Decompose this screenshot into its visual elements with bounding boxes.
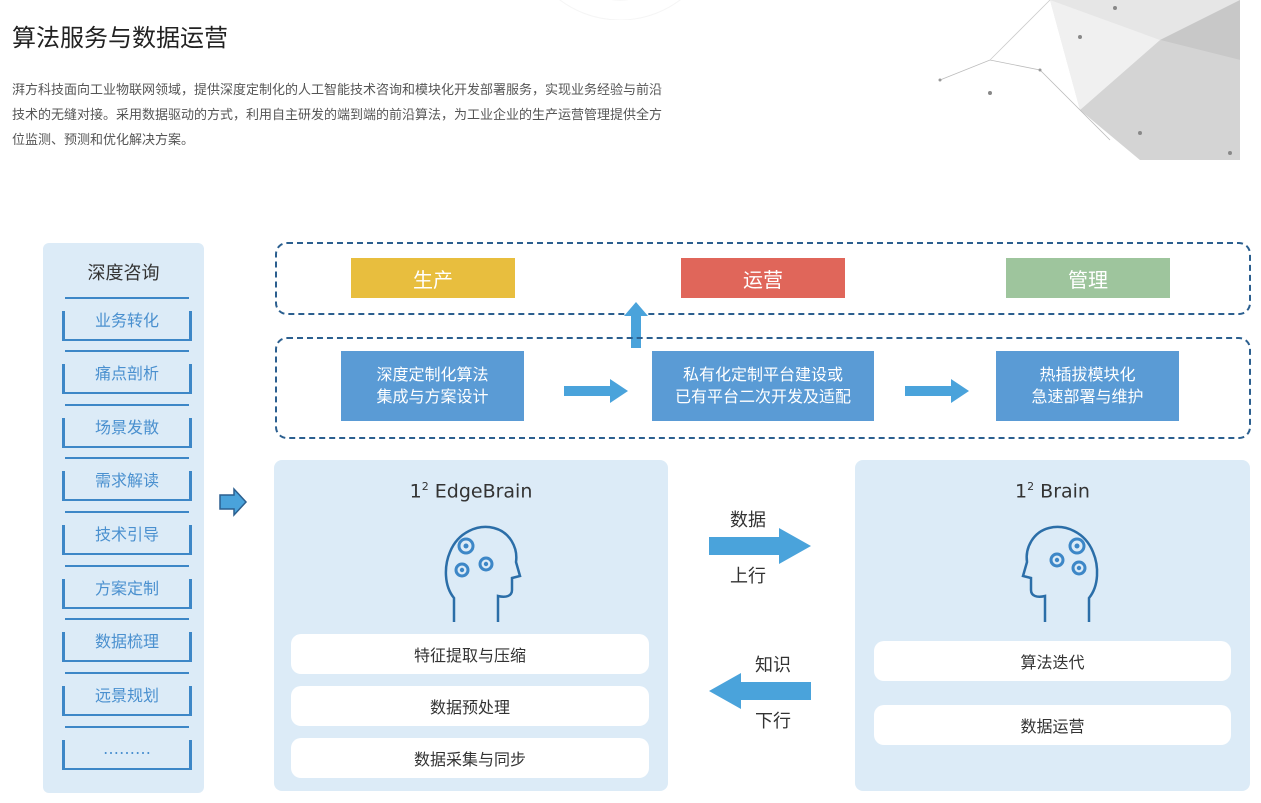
- edgebrain-item: 数据预处理: [291, 686, 649, 726]
- intro-line: 湃方科技面向工业物联网领域，提供深度定制化的人工智能技术咨询和模块化开发部署服务…: [12, 83, 663, 98]
- service-box: 热插拔模块化急速部署与维护: [996, 351, 1179, 421]
- goals-frame: [275, 242, 1251, 315]
- brain-panel: 12 Brain 算法迭代 数据运营: [855, 460, 1250, 791]
- right-arrow-icon: [219, 487, 248, 517]
- consult-column: 深度咨询 业务转化 痛点剖析 场景发散 需求解读 技术引导 方案定制 数据梳理 …: [43, 243, 204, 793]
- brain-item: 算法迭代: [874, 641, 1231, 681]
- service-box: 深度定制化算法集成与方案设计: [341, 351, 524, 421]
- intro-line: 技术的无缝对接。采用数据驱动的方式，利用自主研发的端到端的前沿算法，为工业企业的…: [12, 108, 663, 123]
- goal-production: 生产: [351, 258, 515, 298]
- goal-operation: 运营: [681, 258, 845, 298]
- brain-title: 12 Brain: [1015, 480, 1090, 503]
- page-title: 算法服务与数据运营: [12, 24, 228, 52]
- brain-head-icon: [444, 525, 522, 622]
- consult-item: 需求解读: [62, 457, 192, 501]
- consult-item: 痛点剖析: [62, 350, 192, 394]
- consult-item: 远景规划: [62, 672, 192, 716]
- flow-label-knowledge: 知识: [755, 655, 791, 676]
- flow-label-down: 下行: [755, 711, 791, 732]
- services-frame: [275, 337, 1251, 439]
- brain-item: 数据运营: [874, 705, 1231, 745]
- brain-head-icon: [1021, 525, 1099, 622]
- consult-title: 深度咨询: [87, 263, 160, 284]
- edgebrain-title: 12 EdgeBrain: [409, 480, 533, 503]
- intro-line: 位监测、预测和优化解决方案。: [12, 133, 195, 148]
- up-arrow-icon: [624, 302, 648, 348]
- edgebrain-item: 特征提取与压缩: [291, 634, 649, 674]
- intro-paragraph: 湃方科技面向工业物联网领域，提供深度定制化的人工智能技术咨询和模块化开发部署服务…: [12, 78, 717, 153]
- decorative-polygon-graphic: [938, 0, 1240, 160]
- consult-item: 数据梳理: [62, 618, 192, 662]
- consult-item: 方案定制: [62, 565, 192, 609]
- edgebrain-item: 数据采集与同步: [291, 738, 649, 778]
- right-arrow-icon: [709, 528, 811, 564]
- right-arrow-icon: [564, 379, 628, 403]
- left-arrow-icon: [709, 673, 811, 709]
- consult-item: ………: [62, 726, 192, 770]
- consult-item: 技术引导: [62, 511, 192, 555]
- goal-management: 管理: [1006, 258, 1170, 298]
- flow-label-data: 数据: [730, 510, 766, 531]
- service-box: 私有化定制平台建设或已有平台二次开发及适配: [652, 351, 874, 421]
- consult-item: 业务转化: [62, 297, 192, 341]
- edgebrain-panel: 12 EdgeBrain 特征提取与压缩 数据预处理 数据采集与同步: [274, 460, 668, 791]
- consult-item: 场景发散: [62, 404, 192, 448]
- flow-label-up: 上行: [730, 566, 766, 587]
- decorative-circles: [559, 0, 681, 20]
- right-arrow-icon: [905, 379, 969, 403]
